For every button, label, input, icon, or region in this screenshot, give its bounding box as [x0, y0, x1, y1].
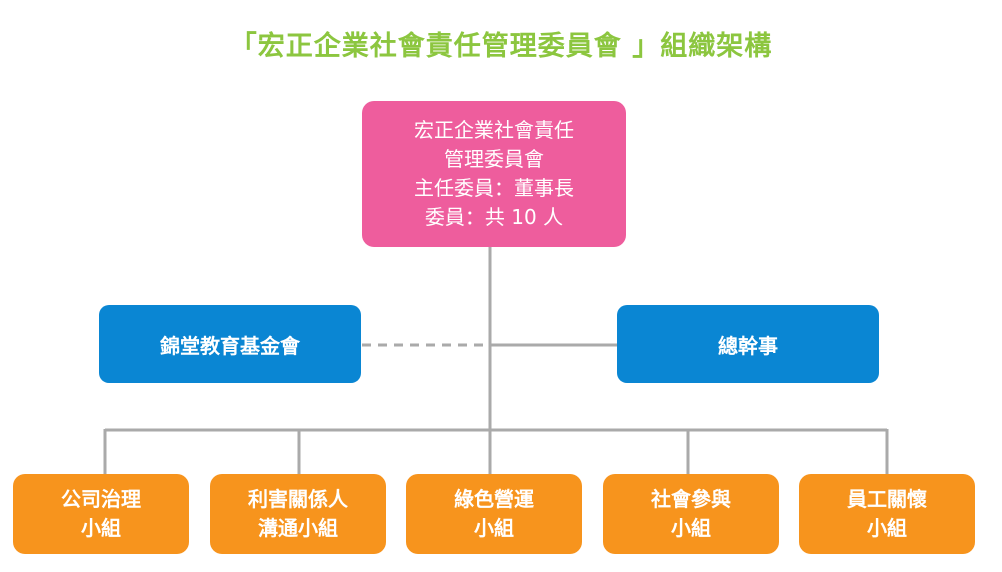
- secretary-label: 總幹事: [718, 333, 778, 358]
- group-box-social-participation: 社會參與 小組: [603, 474, 779, 554]
- group-label-line1: 員工關懷: [847, 487, 927, 511]
- group-label-line2: 小組: [671, 516, 711, 540]
- group-label-line1: 社會參與: [651, 487, 731, 511]
- committee-members: 委員：共 10 人: [424, 205, 564, 229]
- group-box-governance: 公司治理 小組: [13, 474, 189, 554]
- group-box-green-operation: 綠色營運 小組: [406, 474, 582, 554]
- group-box-stakeholder: 利害關係人 溝通小組: [210, 474, 386, 554]
- group-label-line1: 綠色營運: [454, 487, 534, 511]
- committee-name-line2: 管理委員會: [444, 147, 544, 171]
- committee-name-line1: 宏正企業社會責任: [414, 118, 574, 142]
- group-box-employee-care: 員工關懷 小組: [799, 474, 975, 554]
- foundation-label: 錦堂教育基金會: [160, 333, 300, 358]
- foundation-box: 錦堂教育基金會: [99, 305, 361, 383]
- group-label-line1: 利害關係人: [248, 487, 348, 511]
- group-label-line2: 小組: [81, 516, 121, 540]
- group-label-line1: 公司治理: [61, 487, 141, 511]
- diagram-title: 「宏正企業社會責任管理委員會 」組織架構: [229, 31, 773, 62]
- secretary-box: 總幹事: [617, 305, 879, 383]
- committee-chair: 主任委員：董事長: [414, 176, 574, 200]
- committee-box: 宏正企業社會責任 管理委員會 主任委員：董事長 委員：共 10 人: [362, 101, 626, 247]
- group-label-line2: 小組: [474, 516, 514, 540]
- group-label-line2: 小組: [867, 516, 907, 540]
- group-label-line2: 溝通小組: [258, 516, 338, 540]
